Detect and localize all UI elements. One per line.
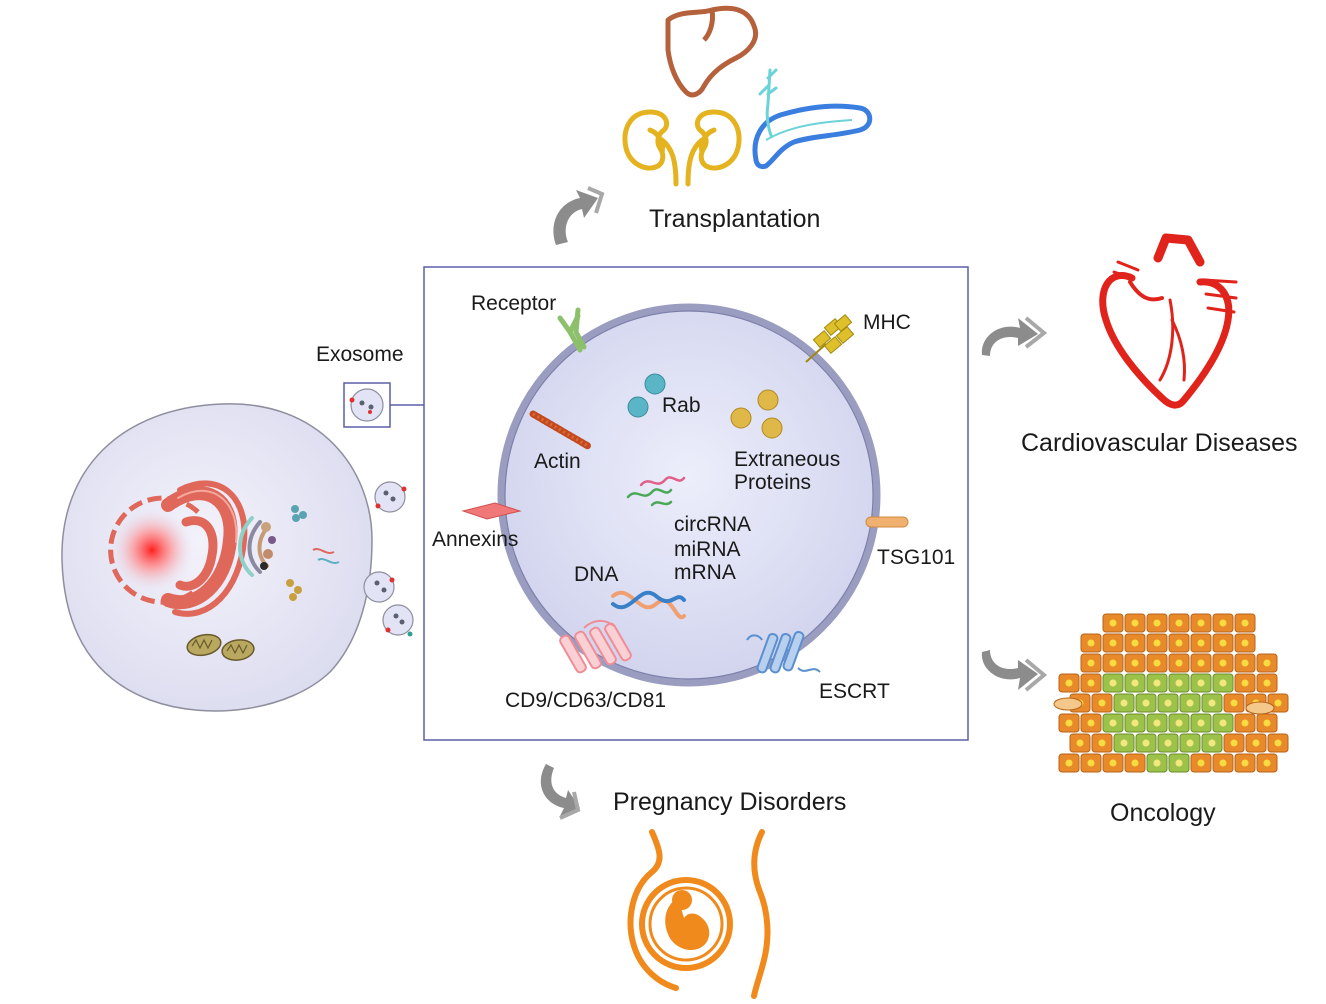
- tumor-tissue-icon: [1053, 613, 1289, 773]
- endoplasmic-reticulum: [161, 480, 248, 617]
- mitochondria: [186, 633, 255, 661]
- annexin-protein: [461, 502, 522, 520]
- escrt-label: ESCRT: [819, 680, 890, 703]
- application-label-cardiovascular: Cardiovascular Diseases: [1021, 429, 1298, 457]
- tetraspanin-protein: [559, 620, 632, 674]
- donor-cell: [61, 403, 414, 712]
- exosome-zoom-indicator: [343, 382, 424, 428]
- dna-label: DNA: [574, 563, 619, 586]
- application-label-pregnancy: Pregnancy Disorders: [613, 788, 847, 816]
- rna-strands: [626, 476, 686, 507]
- actin-filament: [529, 410, 592, 450]
- mrna-label: mRNA: [674, 561, 736, 584]
- cytoplasmic-particles: [286, 505, 340, 601]
- escrt-protein: [746, 630, 821, 674]
- dna-helix: [611, 590, 686, 620]
- extraneous-proteins-label-line1: Extraneous: [734, 448, 841, 471]
- annexins-label: Annexins: [432, 528, 519, 551]
- actin-label: Actin: [534, 450, 581, 473]
- kidneys-icon: [622, 109, 742, 187]
- tsg101-protein: [865, 516, 909, 528]
- application-label-oncology: Oncology: [1110, 799, 1216, 827]
- tetraspanins-label: CD9/CD63/CD81: [505, 689, 667, 712]
- released-exosomes: [363, 481, 414, 637]
- exosome-label: Exosome: [316, 343, 404, 366]
- tsg101-label: TSG101: [877, 546, 956, 569]
- application-label-transplantation: Transplantation: [649, 205, 821, 233]
- mhc-label: MHC: [863, 311, 911, 334]
- curved-arrow-icon: [540, 186, 1048, 820]
- receptor-label: Receptor: [471, 292, 557, 315]
- liver-icon: [665, 5, 758, 98]
- circrna-label: circRNA: [674, 513, 751, 536]
- golgi-apparatus: [238, 516, 276, 577]
- mhc-protein: [805, 313, 855, 363]
- pregnancy-icon: [627, 829, 771, 999]
- rab-protein: [627, 373, 666, 418]
- extraneous-proteins: [730, 389, 783, 439]
- extraneous-proteins-label-line2: Proteins: [734, 471, 812, 494]
- heart-icon: [1099, 233, 1238, 409]
- mirna-label: miRNA: [674, 538, 741, 561]
- rab-label: Rab: [662, 394, 701, 417]
- receptor-protein: [557, 307, 587, 353]
- pancreas-icon: [752, 68, 873, 170]
- exosome-vesicle: [497, 303, 881, 687]
